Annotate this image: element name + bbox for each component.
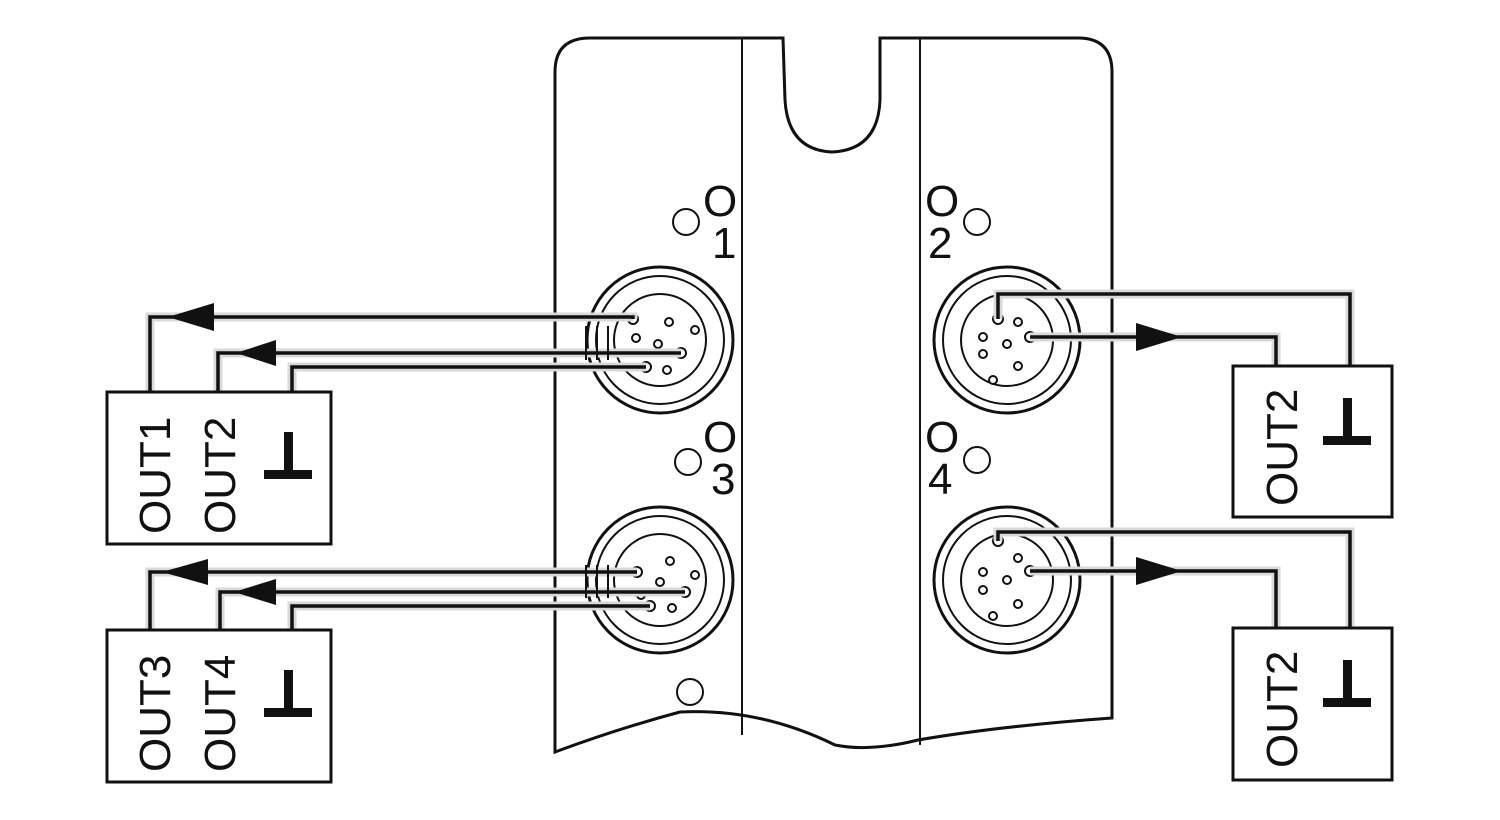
status-led-4 (963, 446, 991, 474)
wiring-port-2 (993, 289, 1355, 366)
device-label-out2: OUT2 (196, 417, 245, 534)
wiring-port-4 (993, 527, 1355, 628)
arrow-out3 (162, 559, 208, 585)
device-label-out1: OUT1 (131, 417, 180, 534)
port-number-1: 1 (712, 219, 736, 268)
arrow-out4 (234, 579, 276, 605)
port-number-4: 4 (928, 455, 952, 504)
arrow-out1 (168, 303, 214, 331)
port-number-2: 2 (928, 219, 952, 268)
wire-out2-right-2 (1030, 569, 1278, 628)
arrow-out2-right-2 (1136, 557, 1182, 585)
status-led-2 (963, 208, 991, 236)
arrow-out2-right (1136, 323, 1182, 351)
wire-out4 (218, 590, 685, 630)
device-label-out2-top-right: OUT2 (1258, 389, 1307, 506)
port-marker-3: O (703, 413, 737, 462)
ground-symbol (1323, 398, 1371, 445)
status-led-1 (672, 208, 700, 236)
ground-symbol (1323, 660, 1371, 707)
wire-ground (290, 365, 646, 392)
status-led-5 (676, 678, 704, 706)
port-labels: O 1 O 2 O 3 O 4 (703, 177, 959, 504)
port-marker-2: O (925, 177, 959, 226)
device-bottom-left: OUT3 OUT4 (105, 628, 333, 784)
port-marker-4: O (925, 413, 959, 462)
ground-symbol (264, 670, 312, 717)
device-top-right: OUT2 (1231, 364, 1394, 519)
wire-out2 (216, 351, 681, 392)
wiring-port-1 (145, 303, 681, 392)
wire-out1 (148, 315, 635, 392)
ground-symbol (264, 432, 312, 479)
port-number-3: 3 (711, 455, 735, 504)
module-housing (553, 36, 1114, 755)
status-led-group (672, 208, 991, 706)
wire-ground-3 (996, 292, 1352, 366)
device-label-out2-bottom-right: OUT2 (1258, 651, 1307, 768)
arrow-out2 (236, 340, 276, 366)
wiring-port-3 (145, 559, 685, 630)
device-top-left: OUT1 OUT2 (105, 390, 333, 546)
wire-out2-right (1030, 335, 1278, 366)
port-marker-1: O (703, 177, 737, 226)
status-led-3 (674, 448, 702, 476)
device-label-out4: OUT4 (196, 655, 245, 772)
wire-ground-2 (290, 604, 650, 630)
wire-out3 (148, 570, 637, 630)
device-label-out3: OUT3 (131, 655, 180, 772)
device-bottom-right: OUT2 (1231, 626, 1394, 782)
wire-ground-4 (996, 530, 1352, 628)
